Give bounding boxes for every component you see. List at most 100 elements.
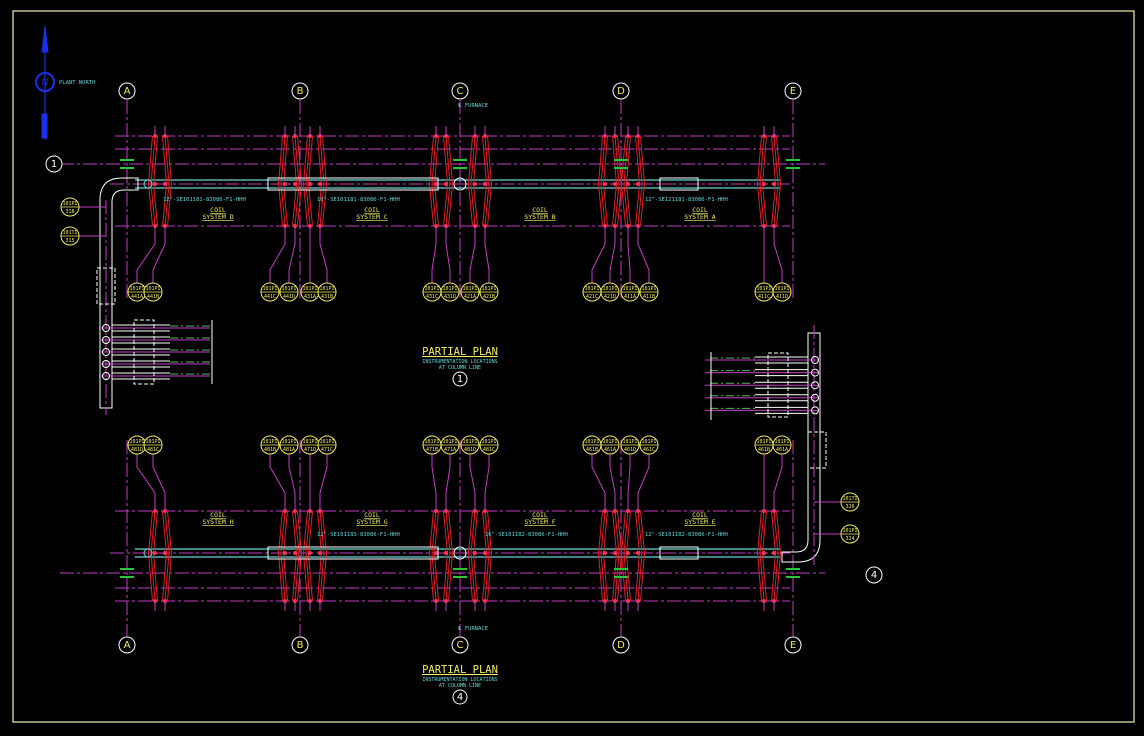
coil-tube xyxy=(467,135,473,227)
side-tag-bottom: 326 xyxy=(845,504,854,510)
branch-frame xyxy=(133,319,155,385)
coil-tube xyxy=(431,510,437,602)
tube-node xyxy=(626,551,630,555)
instrument-tag-top: 101PI xyxy=(302,439,317,445)
coil-tube xyxy=(322,135,328,227)
instrument-lead xyxy=(627,454,631,511)
column-grid-bubble xyxy=(612,636,630,654)
tube-node xyxy=(626,182,630,186)
instrument-lead xyxy=(484,454,490,511)
instrument-tag-top: 101PI xyxy=(281,286,296,292)
tube-node xyxy=(444,182,448,186)
coil-tube xyxy=(484,135,490,227)
plan-reference-number: 1 xyxy=(457,374,463,385)
coil-tube xyxy=(277,135,283,227)
instrument-tag-bottom: 421D xyxy=(604,294,616,300)
coil-tube xyxy=(164,135,170,227)
coil-tube xyxy=(164,510,170,602)
row-grid-label-1: 1 xyxy=(51,159,57,170)
pipe-spool xyxy=(659,546,699,560)
riser-pipe-right xyxy=(781,332,821,563)
tube-node xyxy=(772,551,776,555)
instrument-tag-top: 101PI xyxy=(424,439,439,445)
coil-system-label: SYSTEM H xyxy=(202,518,233,526)
instrument-lead xyxy=(319,454,328,511)
branch-connection xyxy=(102,336,110,344)
instrument-lead xyxy=(627,226,631,283)
line-spec-label: 16"-SE101182-83086-F1-HHH xyxy=(485,532,568,538)
side-tag-top: 101TI xyxy=(842,496,857,502)
plan-subtitle: INSTRUMENTATION LOCATIONS xyxy=(422,677,497,683)
instrument-tag-bottom: 481D xyxy=(131,447,143,453)
instrument-tag-top: 101PI xyxy=(756,439,771,445)
tube-node xyxy=(473,182,477,186)
branch-connection xyxy=(102,360,110,368)
tube-node xyxy=(772,182,776,186)
instrument-tag-bottom: 481A xyxy=(283,447,295,453)
plan-title: PARTIAL PLAN xyxy=(422,664,498,676)
branch-connection xyxy=(811,368,819,377)
column-grid-bubble xyxy=(291,82,309,100)
tube-node xyxy=(636,551,640,555)
coil-tube xyxy=(467,510,473,602)
plan-subtitle: INSTRUMENTATION LOCATIONS xyxy=(422,359,497,365)
coil-tube xyxy=(640,510,646,602)
column-grid-label: E xyxy=(790,86,796,97)
coil-tube xyxy=(319,510,325,602)
coil-label: COIL xyxy=(532,206,548,214)
side-tag-top: 101PI xyxy=(842,528,857,534)
instrument-tag-bottom: 471A xyxy=(444,447,456,453)
tube-node xyxy=(308,551,312,555)
coil-system-label: SYSTEM E xyxy=(684,518,715,526)
coil-system-label: SYSTEM G xyxy=(356,518,387,526)
instrument-tag-bottom: 471C xyxy=(321,447,333,453)
tube-node xyxy=(293,182,297,186)
plan-subtitle: AT COLUMN LINE xyxy=(439,365,481,371)
instrument-tag-top: 101PI xyxy=(129,439,144,445)
column-grid-bubble xyxy=(451,82,469,100)
instrument-tag-top: 101PI xyxy=(481,439,496,445)
instrument-tag-bottom: 411C xyxy=(758,294,770,300)
instrument-tag-top: 101PI xyxy=(424,286,439,292)
column-grid-bubble xyxy=(118,82,136,100)
instrument-tag-top: 101PI xyxy=(774,286,789,292)
tube-node xyxy=(283,551,287,555)
instrument-lead xyxy=(591,226,606,283)
instrument-lead xyxy=(637,454,650,511)
instrument-lead xyxy=(469,454,476,511)
branch-connection xyxy=(811,356,819,364)
coil-tube xyxy=(277,510,283,602)
side-tag-bottom: 318 xyxy=(65,209,74,215)
row-grid-bubble-4 xyxy=(865,566,883,584)
instrument-tag-top: 101PI xyxy=(442,286,457,292)
coil-tube xyxy=(147,135,153,227)
instrument-tag-bottom: 411B xyxy=(643,294,655,300)
coil-tube xyxy=(773,135,779,227)
instrument-lead xyxy=(431,454,437,511)
instrument-tag-top: 101PI xyxy=(462,286,477,292)
coil-tube xyxy=(776,135,782,227)
furnace-centerline-label: ℄ FURNACE xyxy=(457,103,488,109)
coil-tube xyxy=(302,510,308,602)
instrument-tag-bottom: 461A xyxy=(604,447,616,453)
instrument-tag-bottom: 441D xyxy=(283,294,295,300)
instrument-tag-top: 101PI xyxy=(442,439,457,445)
pipe-fitting xyxy=(453,177,467,191)
pipe-end xyxy=(143,179,153,189)
instrument-lead xyxy=(136,226,156,283)
tube-node xyxy=(636,182,640,186)
instrument-tag-bottom: 431A xyxy=(304,294,316,300)
branch-connection xyxy=(811,393,819,402)
instrument-lead xyxy=(773,454,783,511)
coil-tube xyxy=(431,135,437,227)
instrument-tag-top: 101PI xyxy=(622,439,637,445)
coil-tube xyxy=(294,135,300,227)
instrument-tag-top: 101PI xyxy=(262,286,277,292)
line-spec-label: 16"-SE101181-83086-F1-HHH xyxy=(317,197,400,203)
column-grid-label: D xyxy=(617,640,625,651)
tube-node xyxy=(318,182,322,186)
pipe-fitting xyxy=(453,546,467,560)
coil-label: COIL xyxy=(692,511,708,519)
instrument-lead xyxy=(469,226,476,283)
